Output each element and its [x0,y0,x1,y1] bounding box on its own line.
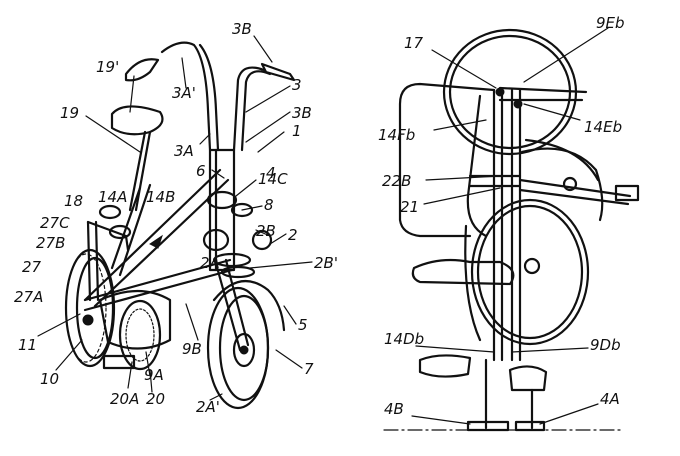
rear-carrier [86,204,132,302]
label-14Fb: 14Fb [378,126,415,144]
chainring [118,299,162,371]
chain-guard [98,290,172,350]
leader-lines [37,35,313,401]
label-19-prime: 19' [96,58,119,76]
folded-hub [523,257,541,275]
folded-saddle [411,258,515,286]
label-14A: 14A [98,188,127,206]
front-fender [212,280,286,332]
right-leader-lines [411,27,609,425]
label-2A-prime: 2A' [196,398,220,416]
label-6: 6 [196,162,206,180]
pedal-block [102,354,136,370]
label-11: 11 [18,336,37,354]
frame-detail [149,234,163,249]
label-1: 1 [292,122,302,140]
label-4: 4 [266,164,276,182]
label-22B: 22B [382,172,411,190]
label-20A: 20A [110,390,139,408]
label-14B: 14B [146,188,175,206]
label-27B: 27B [36,234,65,252]
label-9B: 9B [182,340,202,358]
label-18: 18 [64,192,83,210]
label-9Db: 9Db [590,336,621,354]
label-14C: 14C [258,170,288,188]
label-4B: 4B [384,400,404,418]
label-2A: 2A [200,254,220,272]
label-19: 19 [60,104,79,122]
label-27C: 27C [40,214,70,232]
label-27: 27 [22,258,42,276]
label-3B: 3B [292,104,312,122]
label-9A: 9A [144,366,164,384]
rear-wheel [64,248,116,368]
pivot-14Eb [513,99,523,109]
rear-hub [82,314,94,326]
label-8: 8 [264,196,274,214]
label-2: 2 [288,226,298,244]
label-21: 21 [400,198,419,216]
label-17: 17 [404,34,424,52]
folded-stands [418,354,548,432]
label-3B-top: 3B [232,20,252,38]
folded-crank [518,176,640,206]
folded-frame [398,82,588,362]
label-4A: 4A [600,390,620,408]
label-2B-prime: 2B' [314,254,338,272]
left-figure: 3B 3 3B 1 19' 3A' 19 3A 6 14C 4 18 14A 1… [14,20,338,416]
label-3: 3 [292,76,302,94]
handlebars [124,41,296,152]
label-2B: 2B [256,222,276,240]
label-14Eb: 14Eb [584,118,622,136]
head-tube [202,148,273,279]
front-hub [239,345,249,355]
label-3A-prime: 3A' [172,84,196,102]
frame [83,168,250,352]
label-14Db: 14Db [384,330,424,348]
pivot-17 [495,87,505,97]
label-20: 20 [146,390,165,408]
label-10: 10 [40,370,59,388]
label-3A: 3A [174,142,194,160]
label-7: 7 [304,360,314,378]
front-wheel [206,286,270,410]
label-5: 5 [298,316,308,334]
label-27A: 27A [14,288,43,306]
label-9Eb: 9Eb [596,14,625,32]
right-figure: 17 9Eb 14Fb 14Eb 22B 21 14Db 9Db 4B 4A [378,14,640,432]
